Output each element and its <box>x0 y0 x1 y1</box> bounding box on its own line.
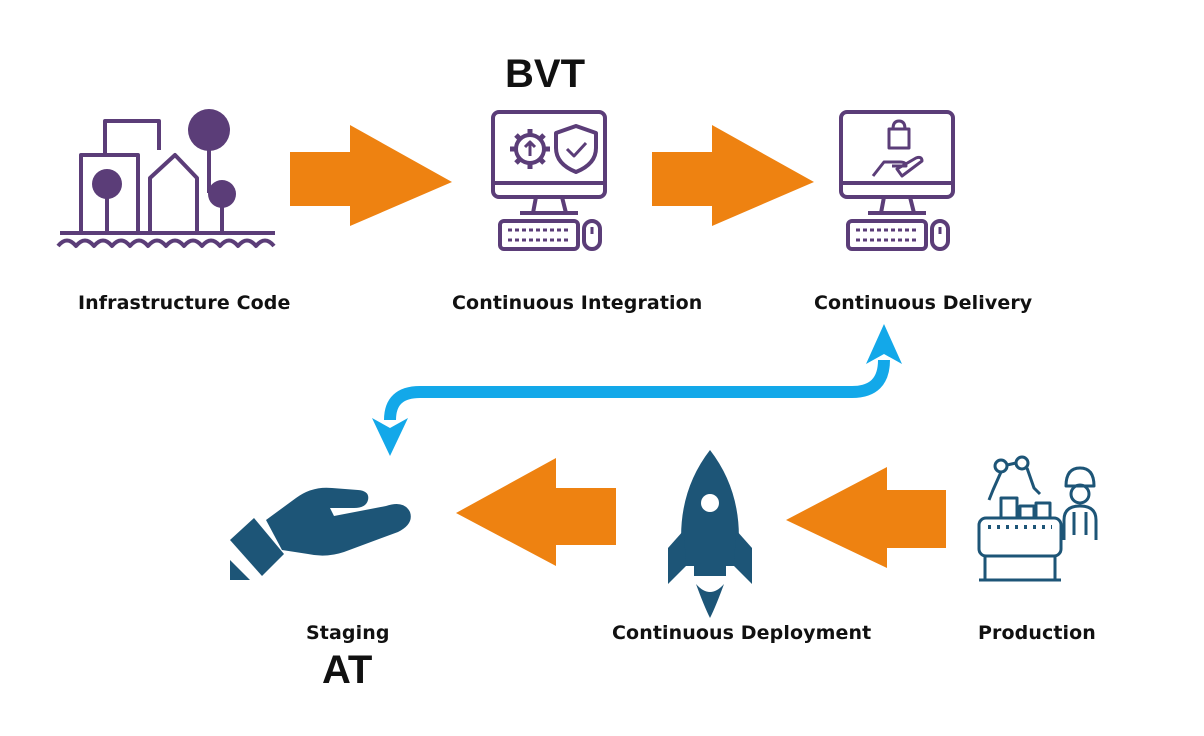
flow-arrow-ci-to-cd <box>652 125 814 226</box>
flow-arrow-deployment-to-staging <box>456 458 616 566</box>
flow-arrow-infra-to-ci <box>290 125 452 226</box>
tag-bvt: BVT <box>505 52 585 96</box>
label-continuous-integration: Continuous Integration <box>452 292 703 314</box>
label-continuous-delivery: Continuous Delivery <box>814 292 1033 314</box>
label-production: Production <box>978 622 1096 644</box>
factory-robot-worker-icon <box>977 455 1098 582</box>
label-continuous-deployment: Continuous Deployment <box>612 622 872 644</box>
label-infrastructure-code: Infrastructure Code <box>78 292 291 314</box>
tag-at: AT <box>322 648 373 692</box>
loop-arrow-delivery-staging <box>372 324 902 456</box>
open-hand-icon <box>230 487 411 580</box>
city-trees-water-icon <box>56 109 276 248</box>
monitor-gear-shield-icon <box>491 110 607 251</box>
rocket-icon <box>668 450 752 618</box>
flow-arrow-production-to-deployment <box>786 467 946 568</box>
label-staging: Staging <box>306 622 390 644</box>
monitor-hand-bag-icon <box>839 110 955 251</box>
